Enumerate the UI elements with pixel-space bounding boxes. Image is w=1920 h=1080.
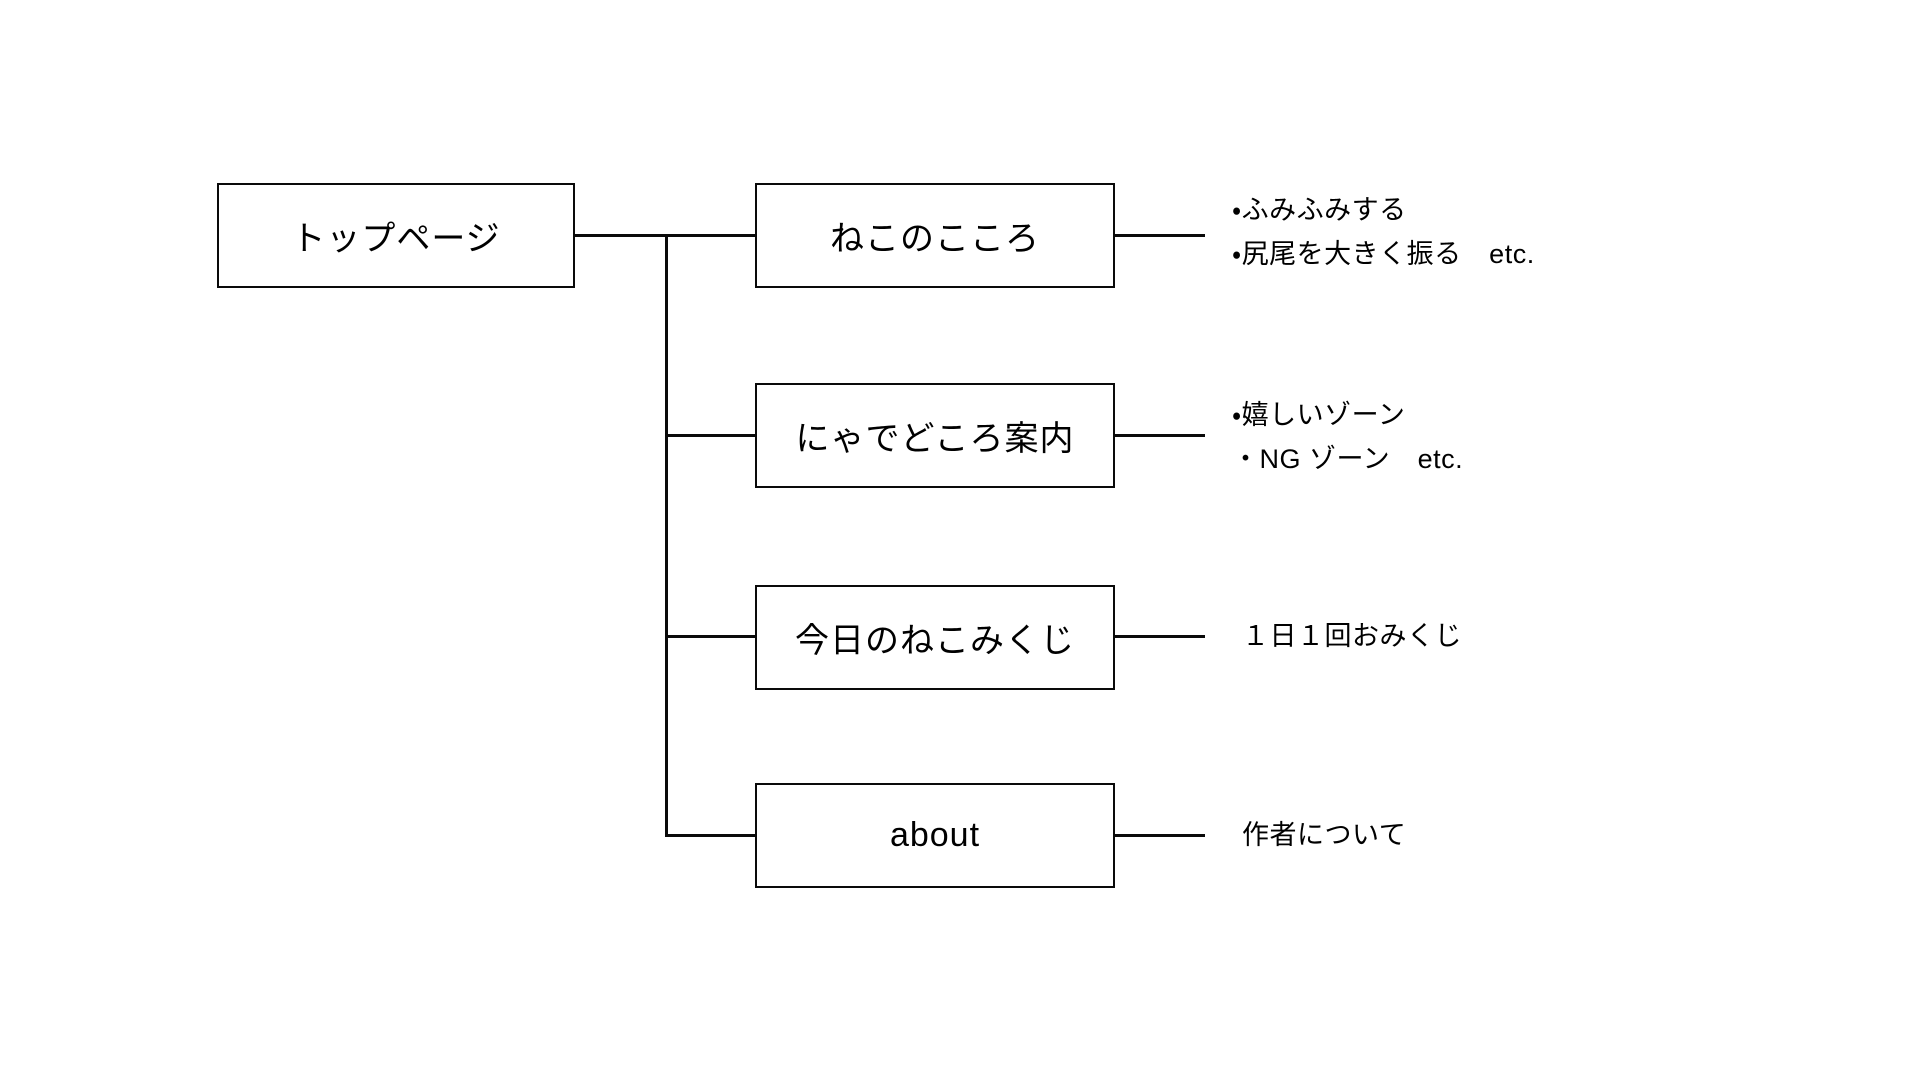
- node-nekonokokoro[interactable]: ねこのこころ: [755, 183, 1115, 288]
- note-about: 作者について: [1232, 813, 1406, 857]
- note-nekomikuji: １日１回おみくじ: [1232, 614, 1462, 658]
- note-line: 作者について: [1242, 820, 1407, 850]
- connector-note-nekonokokoro: [1115, 234, 1205, 237]
- node-nekonokokoro-label: ねこのこころ: [830, 220, 1040, 258]
- node-top-page-label: トップページ: [291, 220, 501, 258]
- note-line: ・ふみふみする: [1232, 195, 1407, 225]
- connector-branch-about: [665, 834, 755, 837]
- note-nekonokokoro: ・ふみふみする ・尻尾を大きく振る etc.: [1232, 188, 1535, 276]
- node-nyadedokoro[interactable]: にゃでどころ案内: [755, 383, 1115, 488]
- node-nyadedokoro-label: にゃでどころ案内: [795, 420, 1075, 458]
- note-line: ・嬉しいゾーン: [1232, 400, 1406, 430]
- note-line: １日１回おみくじ: [1242, 621, 1462, 651]
- note-nyadedokoro: ・嬉しいゾーン ・NG ゾーン etc.: [1232, 393, 1463, 481]
- node-about-label: about: [889, 816, 981, 854]
- connector-note-about: [1115, 834, 1205, 837]
- node-nekomikuji[interactable]: 今日のねこみくじ: [755, 585, 1115, 690]
- connector-note-nekomikuji: [1115, 635, 1205, 638]
- node-top-page[interactable]: トップページ: [217, 183, 575, 288]
- connector-branch-nekomikuji: [665, 635, 755, 638]
- node-nekomikuji-label: 今日のねこみくじ: [795, 622, 1075, 660]
- node-about[interactable]: about: [755, 783, 1115, 888]
- note-line: ・NG ゾーン etc.: [1232, 444, 1464, 474]
- connector-trunk: [665, 234, 668, 837]
- connector-branch-nyadedokoro: [665, 434, 755, 437]
- note-line: ・尻尾を大きく振る etc.: [1232, 239, 1535, 269]
- connector-note-nyadedokoro: [1115, 434, 1205, 437]
